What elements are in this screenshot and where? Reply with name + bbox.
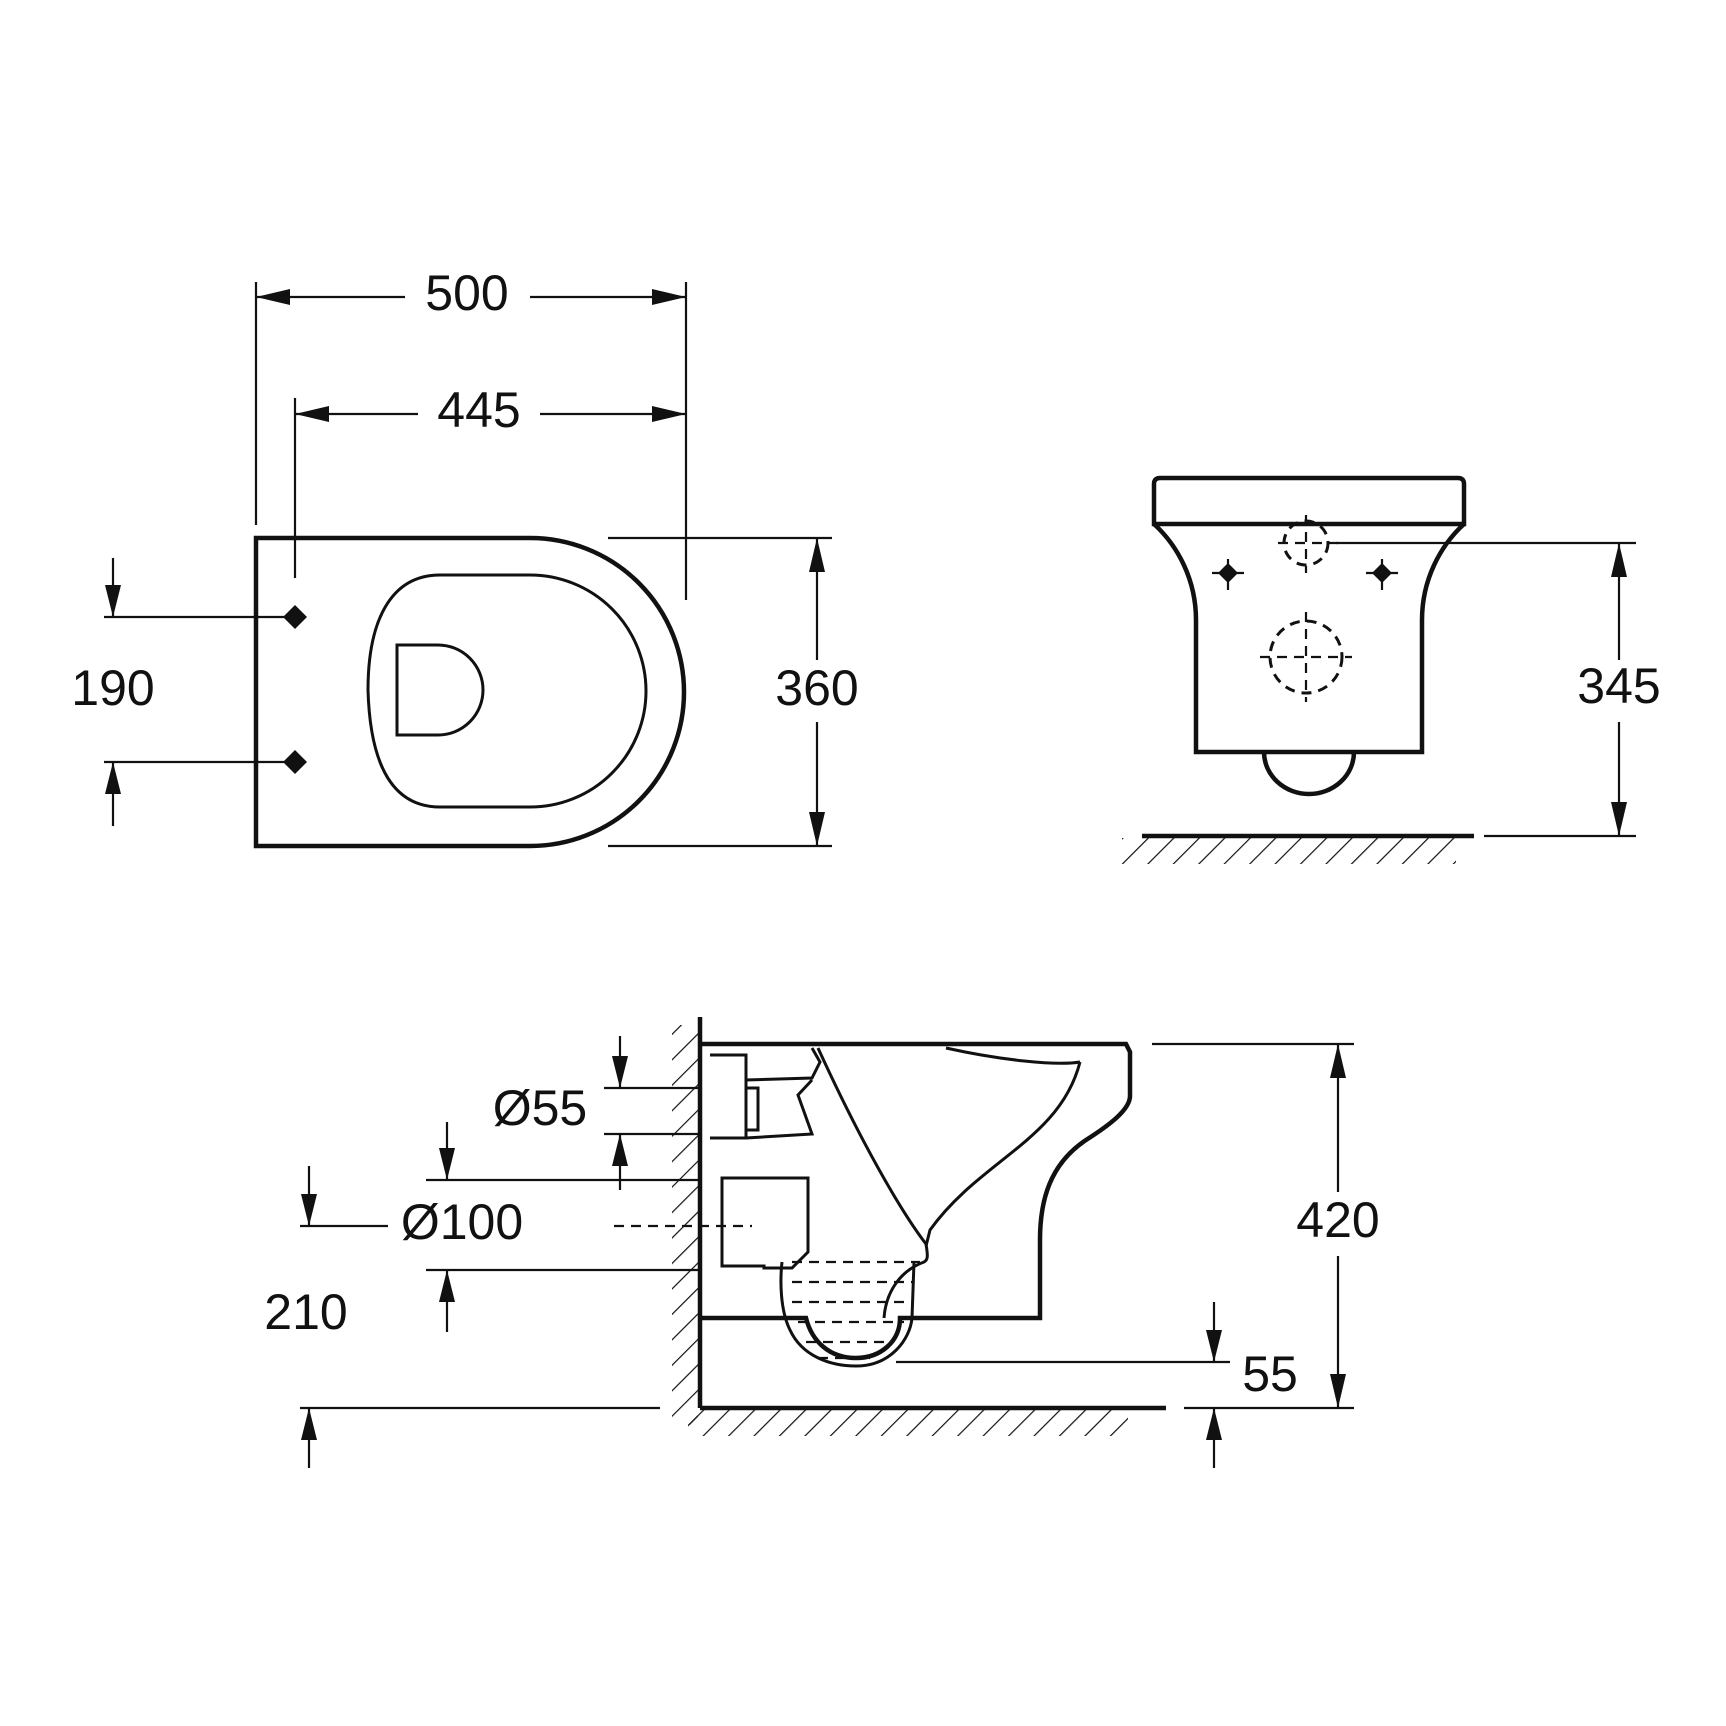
dimension-fixing-to-front: 445 <box>437 382 520 438</box>
dimension-outlet-height: 210 <box>264 1284 347 1340</box>
dimension-overall-length: 500 <box>425 265 508 321</box>
top-view-bowl-outline <box>253 535 687 849</box>
front-view-outlet-hole <box>1268 619 1344 695</box>
dimension-fixing-spacing: 190 <box>71 660 154 716</box>
dimension-height: 420 <box>1296 1192 1379 1248</box>
front-view-rim <box>1151 475 1467 527</box>
top-view-water-area <box>395 643 485 737</box>
side-view-pan-outline <box>700 1041 1133 1361</box>
side-view-trap <box>816 1047 929 1319</box>
dimension-width: 360 <box>775 660 858 716</box>
side-view-water <box>792 1260 920 1360</box>
top-view: 500 445 360 190 <box>71 265 859 849</box>
side-view-outlet <box>720 1176 810 1270</box>
front-view-fixing-left <box>1212 559 1244 590</box>
front-view-outlet <box>1261 751 1357 797</box>
side-view: Ø55 Ø100 210 420 55 <box>264 1017 1380 1468</box>
dimension-bowl-clearance: 55 <box>1242 1346 1298 1402</box>
fixing-point-upper <box>283 605 307 629</box>
front-view-body <box>1152 522 1466 755</box>
dimension-fixing-height: 345 <box>1577 658 1660 714</box>
dimension-outlet-diameter: Ø100 <box>401 1194 523 1250</box>
fixing-point-lower <box>283 750 307 774</box>
front-view-fixing-right <box>1366 559 1398 590</box>
front-view: 345 <box>1122 475 1661 864</box>
top-view-seat-opening <box>366 573 648 809</box>
dimension-inlet-diameter: Ø55 <box>493 1080 588 1136</box>
